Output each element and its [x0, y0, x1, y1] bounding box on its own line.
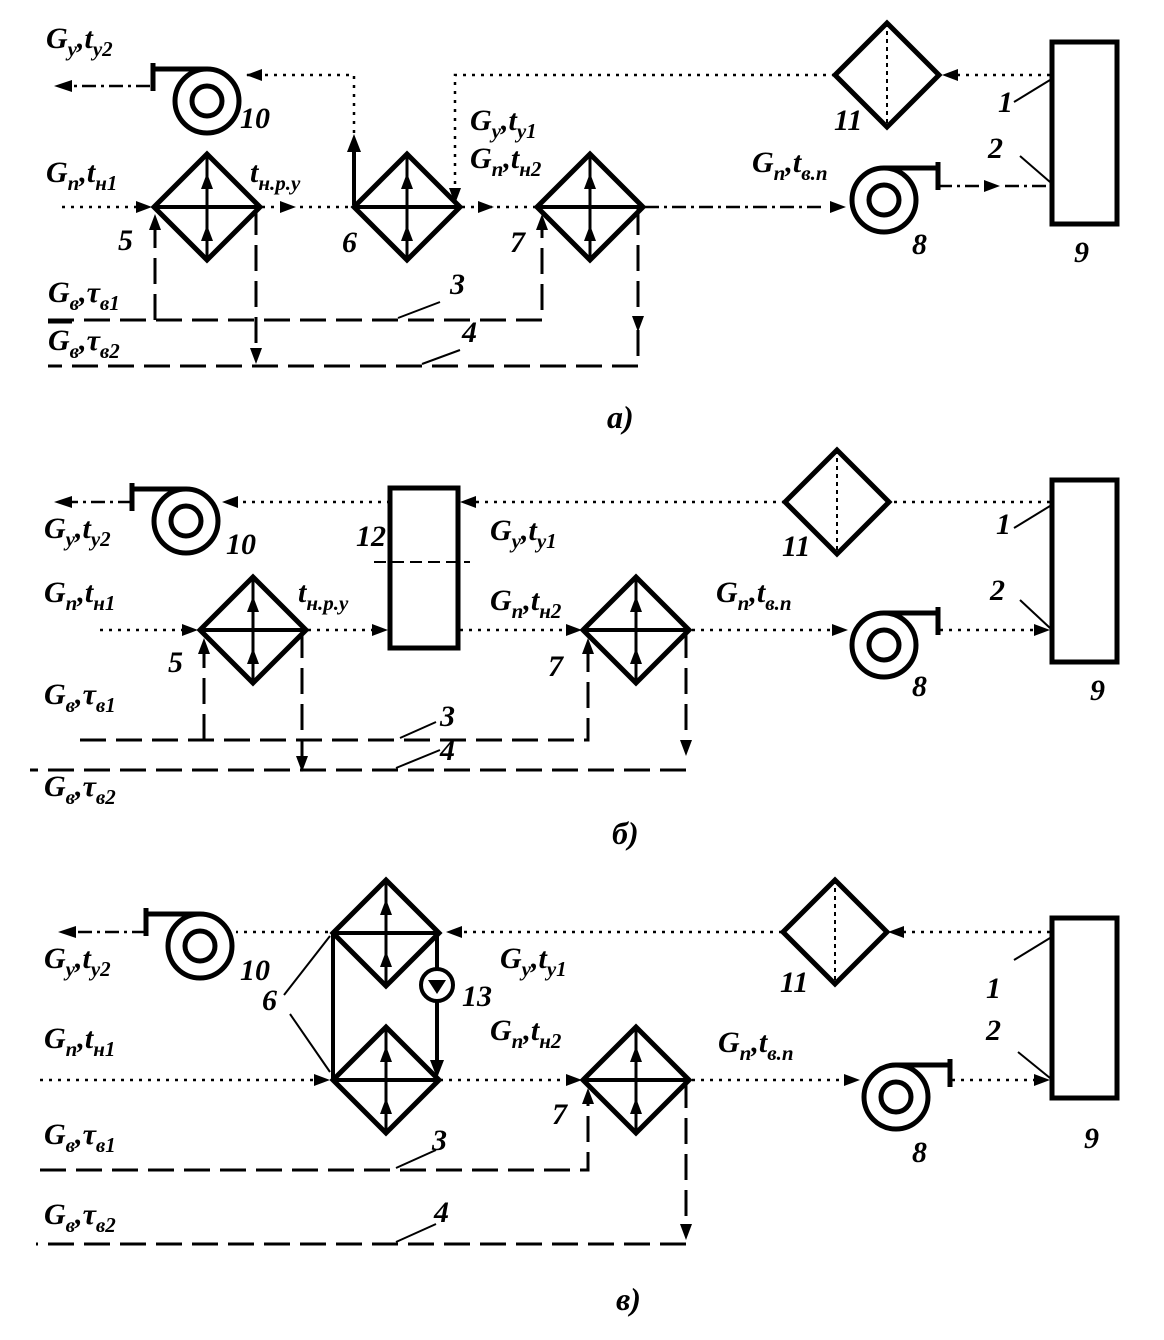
svg-text:9: 9: [1074, 236, 1089, 269]
svg-text:а): а): [607, 399, 634, 435]
svg-text:б): б): [612, 815, 639, 851]
svg-text:4: 4: [439, 734, 455, 767]
svg-text:Gу,tу1: Gу,tу1: [470, 104, 537, 143]
svg-text:Gв,τв1: Gв,τв1: [44, 678, 116, 717]
room-icon: [1049, 915, 1120, 1101]
svg-text:2: 2: [989, 574, 1005, 607]
svg-text:12: 12: [356, 520, 386, 553]
fan-icon: [146, 908, 232, 978]
svg-text:Gу,tу2: Gу,tу2: [44, 512, 111, 551]
pump-icon: [419, 967, 455, 1003]
scheme-b: Gу,tу2 Gп,tн1 tн.р.у Gу,tу1 Gп,tн2 Gп,tв…: [30, 450, 1120, 851]
svg-text:7: 7: [548, 650, 564, 683]
svg-text:tн.р.у: tн.р.у: [298, 576, 349, 615]
svg-text:3: 3: [449, 268, 465, 301]
svg-text:1: 1: [998, 86, 1013, 119]
svg-text:4: 4: [433, 1196, 449, 1229]
svg-text:Gу,tу1: Gу,tу1: [490, 514, 557, 553]
svg-text:3: 3: [439, 700, 455, 733]
scheme-a: Gу,tу2 Gп,tн1 tн.р.у Gу,tу1 Gп,tн2 Gп,tв…: [46, 22, 1120, 435]
fan-icon: [864, 1059, 950, 1129]
fan-icon: [852, 162, 938, 232]
svg-text:Gв,τв2: Gв,τв2: [44, 1198, 116, 1237]
svg-text:Gп,tв.п: Gп,tв.п: [718, 1026, 794, 1065]
fan-icon: [153, 63, 239, 133]
svg-text:11: 11: [782, 530, 810, 563]
heat-exchanger-icon: [200, 577, 306, 683]
heat-exchanger-icon: [354, 154, 460, 260]
svg-text:Gу,tу1: Gу,tу1: [500, 942, 567, 981]
svg-text:10: 10: [240, 954, 270, 987]
scheme-v: Gу,tу2 Gп,tн1 Gу,tу1 Gп,tн2 Gп,tв.п Gв,τ…: [36, 880, 1120, 1317]
svg-text:3: 3: [431, 1124, 447, 1157]
svg-text:Gв,τв1: Gв,τв1: [48, 276, 120, 315]
svg-text:8: 8: [912, 670, 927, 703]
svg-text:Gп,tв.п: Gп,tв.п: [716, 576, 792, 615]
svg-text:2: 2: [987, 132, 1003, 165]
svg-text:Gп,tн1: Gп,tн1: [46, 156, 117, 195]
svg-text:10: 10: [226, 528, 256, 561]
heat-exchanger-icon: [583, 577, 689, 683]
svg-text:tн.р.у: tн.р.у: [250, 156, 301, 195]
room-icon: [1049, 39, 1120, 227]
svg-text:6: 6: [342, 226, 357, 259]
svg-text:5: 5: [118, 224, 133, 257]
svg-text:7: 7: [552, 1098, 568, 1131]
heat-exchanger-icon: [333, 880, 439, 986]
heat-exchanger-icon: [583, 1027, 689, 1133]
heat-exchanger-icon: [333, 1027, 439, 1133]
svg-text:1: 1: [986, 972, 1001, 1005]
svg-text:Gв,τв2: Gв,τв2: [48, 324, 120, 363]
recuperator-icon: [387, 485, 461, 651]
svg-text:1: 1: [996, 508, 1011, 541]
fan-icon: [852, 607, 938, 677]
svg-text:6: 6: [262, 984, 277, 1017]
svg-text:Gв,τв2: Gв,τв2: [44, 770, 116, 809]
svg-text:Gп,tн1: Gп,tн1: [44, 1022, 115, 1061]
svg-text:4: 4: [461, 316, 477, 349]
svg-text:10: 10: [240, 102, 270, 135]
svg-text:Gп,tн2: Gп,tн2: [470, 142, 542, 181]
svg-text:2: 2: [985, 1014, 1001, 1047]
svg-text:Gу,tу2: Gу,tу2: [44, 942, 111, 981]
svg-text:9: 9: [1090, 674, 1105, 707]
svg-text:Gп,tв.п: Gп,tв.п: [752, 146, 828, 185]
svg-text:Gп,tн1: Gп,tн1: [44, 576, 115, 615]
svg-text:Gп,tн2: Gп,tн2: [490, 1014, 562, 1053]
heat-exchanger-icon: [537, 154, 643, 260]
svg-text:13: 13: [462, 980, 492, 1013]
svg-text:8: 8: [912, 228, 927, 261]
svg-text:7: 7: [510, 226, 526, 259]
svg-text:11: 11: [834, 104, 862, 137]
svg-text:Gу,tу2: Gу,tу2: [46, 22, 113, 61]
svg-text:11: 11: [780, 966, 808, 999]
svg-text:Gв,τв1: Gв,τв1: [44, 1118, 116, 1157]
svg-text:в): в): [616, 1281, 641, 1317]
svg-text:9: 9: [1084, 1122, 1099, 1155]
fan-icon: [132, 483, 218, 553]
heat-exchanger-icon: [154, 154, 260, 260]
room-icon: [1049, 477, 1120, 665]
svg-text:8: 8: [912, 1136, 927, 1169]
svg-text:Gп,tн2: Gп,tн2: [490, 584, 562, 623]
svg-text:5: 5: [168, 646, 183, 679]
